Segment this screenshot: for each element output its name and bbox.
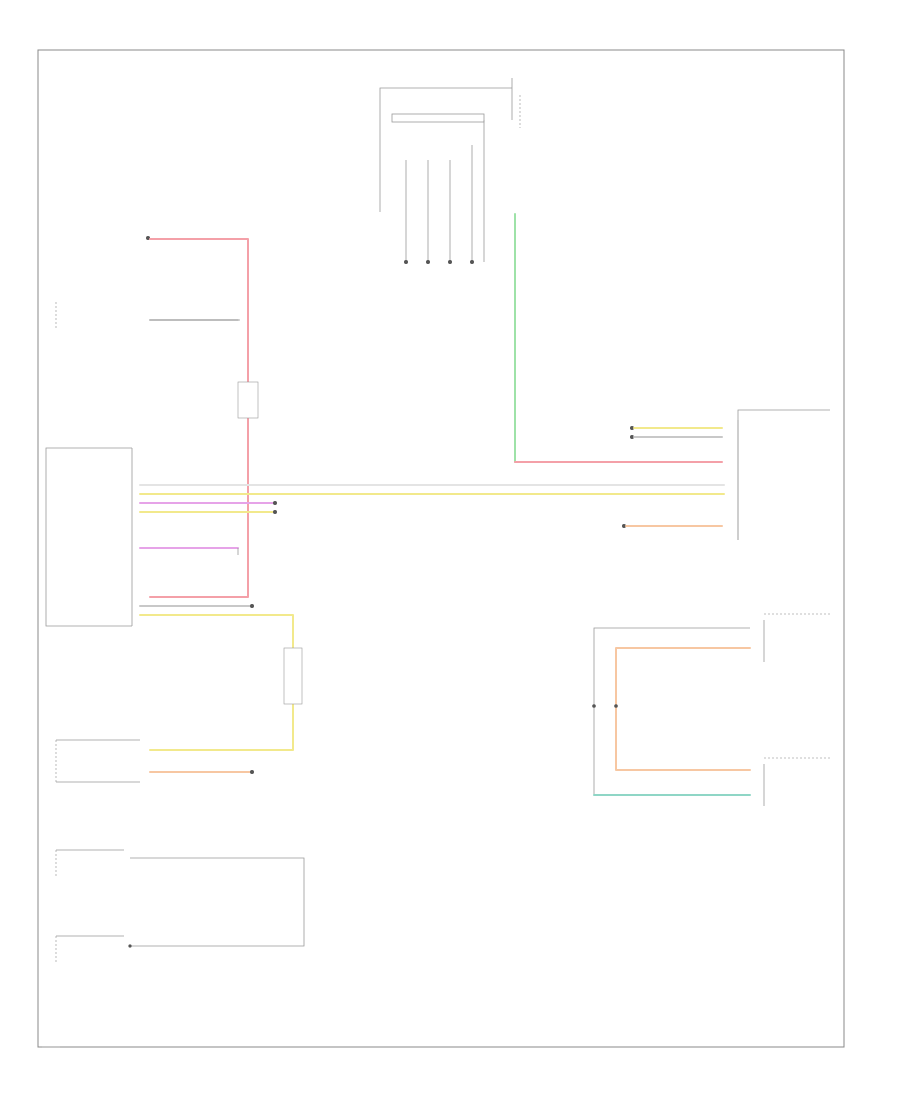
switch-loop-wire <box>130 857 305 947</box>
shift-module-outline <box>737 409 830 540</box>
top-connector-header <box>391 113 485 123</box>
upper-left-module <box>55 302 240 330</box>
tcm-module <box>45 447 133 627</box>
steering-outline <box>593 627 750 795</box>
tcm-outline <box>45 447 132 627</box>
lower-shifter <box>55 739 254 783</box>
right-inputs <box>622 426 723 528</box>
splice-left-box <box>237 381 259 419</box>
bus-wires <box>139 484 725 751</box>
top-harness-outline <box>379 87 512 212</box>
steering-switches <box>592 613 830 806</box>
top-connector-group <box>379 78 521 264</box>
top-connector-pins <box>404 145 474 264</box>
yellow-wire-loop <box>139 614 294 751</box>
diagram-frame <box>37 49 845 1048</box>
red-wire-trunk <box>146 236 259 598</box>
shift-module <box>737 409 830 540</box>
red-wire <box>149 238 249 598</box>
orange-steering-wire <box>615 647 751 771</box>
splice-bottom-box <box>283 647 303 705</box>
bottom-left-switches <box>55 849 305 962</box>
